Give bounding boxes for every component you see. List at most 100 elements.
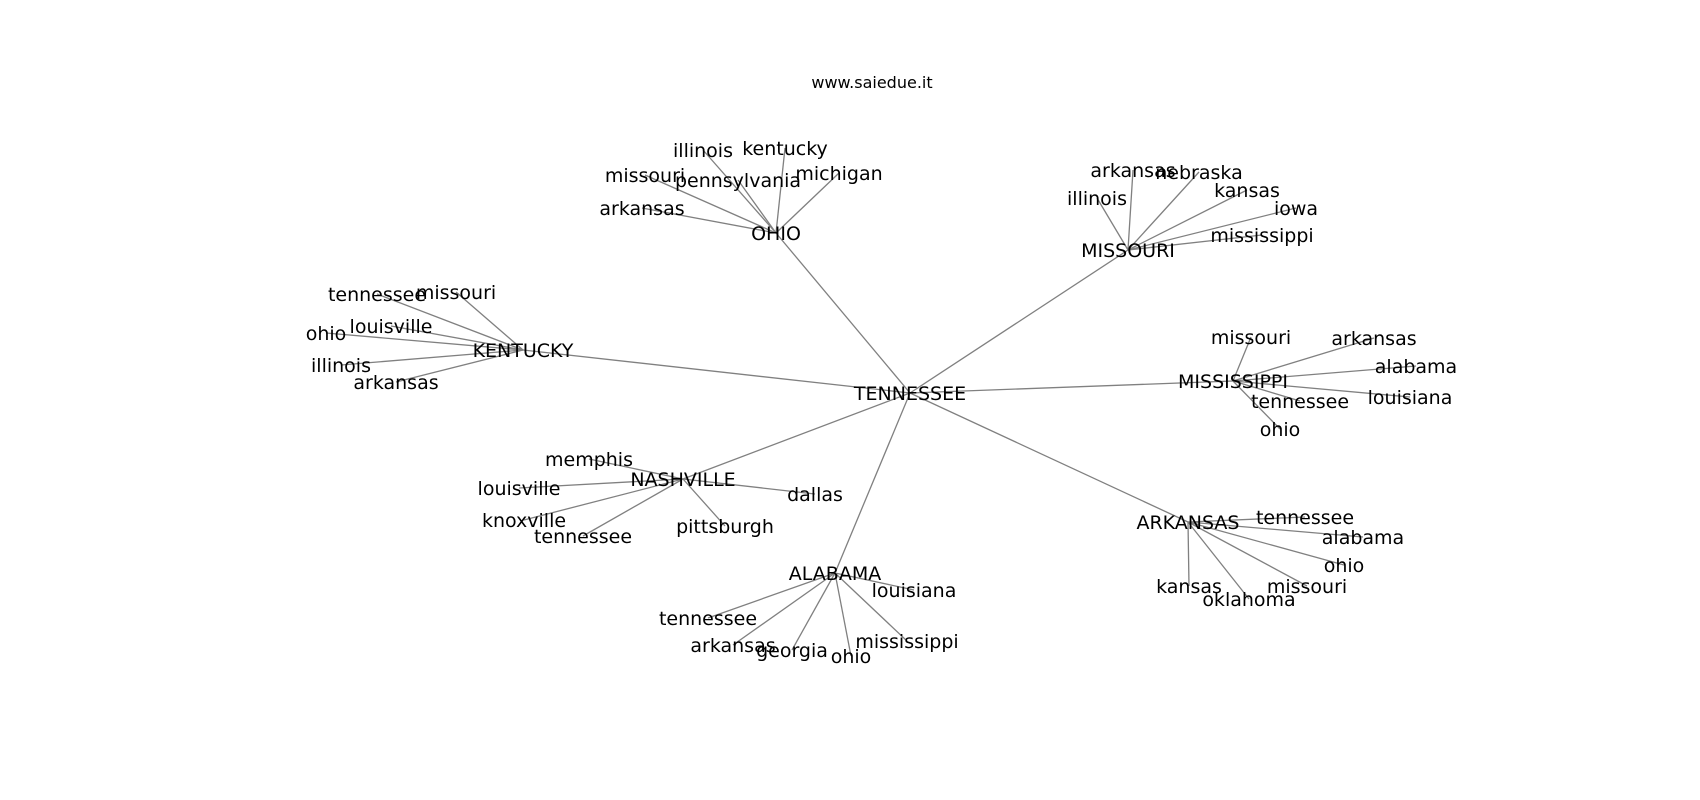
edge-alabama-tennessee xyxy=(707,572,836,619)
node-leaf-kentucky-tennessee: tennessee xyxy=(328,284,426,306)
edge-mississippi-tennessee xyxy=(1232,380,1301,402)
node-leaf-nashville-dallas: dallas xyxy=(787,484,843,506)
edge-missouri-iowa xyxy=(1127,207,1297,251)
edge-layer xyxy=(325,147,1417,657)
watermark-text: www.saiedue.it xyxy=(811,73,932,92)
node-leaf-alabama-ohio: ohio xyxy=(831,646,872,668)
edge-missouri-kansas xyxy=(1127,189,1248,251)
edge-ohio-arkansas xyxy=(641,207,777,234)
node-leaf-alabama-tennessee: tennessee xyxy=(659,608,757,630)
edge-missouri-mississippi xyxy=(1127,234,1263,251)
edge-ohio-pennsylvania xyxy=(737,179,777,234)
node-leaf-mississippi-alabama: alabama xyxy=(1375,356,1457,378)
node-leaf-ohio-illinois: illinois xyxy=(673,140,733,162)
node-hub-kentucky: KENTUCKY xyxy=(473,340,574,362)
edge-root-nashville xyxy=(682,392,911,480)
edge-missouri-illinois xyxy=(1096,197,1129,251)
node-leaf-mississippi-tennessee: tennessee xyxy=(1251,391,1349,413)
node-leaf-mississippi-arkansas: arkansas xyxy=(1331,328,1416,350)
node-leaf-kentucky-arkansas: arkansas xyxy=(353,372,438,394)
edge-kentucky-louisville xyxy=(390,325,524,351)
node-leaf-ohio-michigan: michigan xyxy=(795,163,882,185)
node-leaf-mississippi-ohio: ohio xyxy=(1260,419,1301,441)
edge-kentucky-ohio xyxy=(325,332,524,351)
node-leaf-missouri-illinois: illinois xyxy=(1067,188,1127,210)
edge-kentucky-missouri xyxy=(455,291,524,351)
node-leaf-arkansas-ohio: ohio xyxy=(1324,555,1365,577)
node-hub-nashville: NASHVILLE xyxy=(630,469,735,491)
edge-mississippi-missouri xyxy=(1232,336,1252,382)
node-leaf-ohio-kentucky: kentucky xyxy=(742,138,828,160)
node-leaf-nashville-memphis: memphis xyxy=(545,449,633,471)
edge-nashville-memphis xyxy=(588,458,684,480)
node-leaf-alabama-georgia: georgia xyxy=(756,640,828,662)
edge-root-ohio xyxy=(775,232,911,394)
edge-mississippi-louisiana xyxy=(1232,380,1411,398)
node-leaf-kentucky-missouri: missouri xyxy=(416,282,496,304)
node-leaf-alabama-louisiana: louisiana xyxy=(872,580,957,602)
edge-mississippi-ohio xyxy=(1232,380,1281,430)
edge-arkansas-oklahoma xyxy=(1187,521,1250,600)
node-leaf-kentucky-illinois: illinois xyxy=(311,355,371,377)
node-leaf-missouri-mississippi: mississippi xyxy=(1210,225,1313,247)
node-leaf-kentucky-louisville: louisville xyxy=(350,316,433,338)
node-leaf-arkansas-missouri: missouri xyxy=(1267,576,1347,598)
edge-nashville-tennessee xyxy=(582,478,684,537)
node-leaf-mississippi-missouri: missouri xyxy=(1211,327,1291,349)
node-leaf-arkansas-oklahoma: oklahoma xyxy=(1202,589,1295,611)
edge-ohio-michigan xyxy=(775,172,840,234)
edge-alabama-arkansas xyxy=(732,572,836,646)
edge-kentucky-illinois xyxy=(340,349,524,366)
edge-kentucky-tennessee xyxy=(376,293,524,351)
node-leaf-alabama-mississippi: mississippi xyxy=(855,631,958,653)
edge-arkansas-kansas xyxy=(1187,521,1190,587)
edge-mississippi-alabama xyxy=(1232,365,1417,382)
node-hub-missouri: MISSOURI xyxy=(1081,240,1175,262)
node-leaf-missouri-arkansas: arkansas xyxy=(1090,160,1175,182)
edge-mississippi-arkansas xyxy=(1232,337,1375,382)
node-leaf-alabama-arkansas: arkansas xyxy=(690,635,775,657)
node-leaf-missouri-iowa: iowa xyxy=(1274,198,1318,220)
node-hub-alabama: ALABAMA xyxy=(789,563,881,585)
edge-nashville-pittsburgh xyxy=(682,478,726,527)
node-leaf-nashville-pittsburgh: pittsburgh xyxy=(676,516,774,538)
node-leaf-mississippi-louisiana: louisiana xyxy=(1368,387,1453,409)
node-leaf-missouri-kansas: kansas xyxy=(1214,180,1280,202)
node-hub-arkansas: ARKANSAS xyxy=(1136,512,1239,534)
edge-root-missouri xyxy=(909,249,1129,394)
edge-missouri-nebraska xyxy=(1127,171,1200,251)
node-leaf-arkansas-alabama: alabama xyxy=(1322,527,1404,549)
edge-ohio-kentucky xyxy=(775,147,786,234)
edge-arkansas-ohio xyxy=(1187,521,1345,566)
node-leaf-ohio-arkansas: arkansas xyxy=(599,198,684,220)
edge-arkansas-alabama xyxy=(1187,521,1364,538)
edge-ohio-illinois xyxy=(702,149,777,234)
node-leaf-kentucky-ohio: ohio xyxy=(306,323,347,345)
edge-alabama-ohio xyxy=(834,572,852,657)
edge-alabama-mississippi xyxy=(834,572,908,642)
edge-ohio-missouri xyxy=(644,174,777,234)
node-leaf-nashville-tennessee: tennessee xyxy=(534,526,632,548)
edge-nashville-louisville xyxy=(518,478,684,489)
node-leaf-nashville-knoxville: knoxville xyxy=(482,510,566,532)
edge-nashville-knoxville xyxy=(523,478,684,521)
edge-root-kentucky xyxy=(522,349,911,394)
node-leaf-nashville-louisville: louisville xyxy=(478,478,561,500)
node-hub-mississippi: MISSISSIPPI xyxy=(1178,371,1288,393)
edge-arkansas-tennessee xyxy=(1187,516,1306,523)
node-leaf-ohio-missouri: missouri xyxy=(605,165,685,187)
edge-alabama-louisiana xyxy=(834,572,915,591)
edge-missouri-arkansas xyxy=(1127,169,1134,251)
edge-arkansas-missouri xyxy=(1187,521,1308,587)
edge-alabama-georgia xyxy=(791,572,836,651)
node-leaf-missouri-nebraska: nebraska xyxy=(1155,162,1242,184)
node-leaf-ohio-pennsylvania: pennsylvania xyxy=(675,170,801,192)
edge-nashville-dallas xyxy=(682,478,816,495)
node-hub-ohio: OHIO xyxy=(751,223,801,245)
edge-root-alabama xyxy=(834,392,911,574)
node-leaf-arkansas-tennessee: tennessee xyxy=(1256,507,1354,529)
edge-root-arkansas xyxy=(909,392,1189,523)
node-leaf-arkansas-kansas: kansas xyxy=(1156,576,1222,598)
